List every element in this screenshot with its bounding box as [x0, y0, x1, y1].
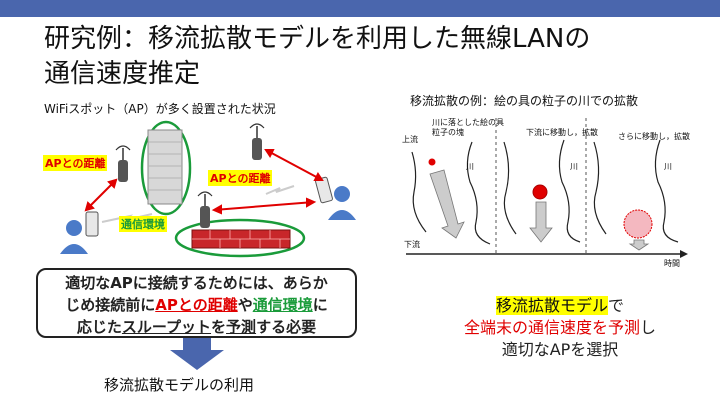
conclusion-predict: 全端末の通信速度を予測: [463, 318, 640, 337]
environment-label: 通信環境: [119, 216, 167, 232]
conclusion-line-3: 適切なAPを選択: [501, 340, 619, 359]
slide-title: 研究例：移流拡散モデルを利用した無線LANの 通信速度推定: [44, 22, 590, 92]
box-text: する必要: [256, 318, 317, 336]
flow-arrow: [628, 239, 650, 251]
note-initial-line-1: 川に落とした絵の具: [432, 118, 504, 127]
access-point-icon: [115, 145, 131, 182]
ap-distance-label-2: APとの距離: [208, 170, 273, 186]
river-diffusion-diagram: [406, 118, 688, 258]
wifi-scenario-illustration: [60, 120, 356, 258]
downstream-label: 下流: [404, 240, 420, 249]
user-icon: [60, 211, 99, 254]
note-initial-line-2: 粒子の塊: [432, 128, 464, 137]
box-text-ap-distance: APとの距離: [155, 296, 238, 314]
box-text: APに接続するためには、あらか: [110, 274, 328, 292]
time-label: 時間: [664, 259, 680, 268]
top-accent-bar: [0, 0, 720, 17]
river-label-1: 川: [466, 162, 474, 171]
conclusion-line-2: 全端末の通信速度を予測し: [410, 317, 710, 339]
box-text: 適切な: [65, 274, 111, 292]
paint-particle-cluster: [428, 158, 436, 166]
box-text: を: [211, 318, 227, 336]
paint-particle-cluster: [532, 184, 548, 200]
river-label-2: 川: [570, 162, 578, 171]
model-usage-label: 移流拡散モデルの利用: [104, 376, 255, 394]
conclusion-text-part: で: [608, 296, 625, 315]
building-highlight-ellipse: [140, 120, 192, 216]
requirement-line-3: 応じたスループットを予測する必要: [38, 316, 355, 338]
conclusion-model: 移流拡散モデル: [495, 296, 608, 315]
box-text-throughput: スループット: [121, 318, 212, 336]
title-line-2: 通信速度推定: [44, 59, 201, 89]
ap-distance-label-1: APとの距離: [43, 155, 108, 171]
box-text: や: [237, 296, 253, 314]
title-line-1: 研究例：移流拡散モデルを利用した無線LANの: [44, 24, 591, 54]
box-text-predict: 予測: [226, 318, 257, 336]
requirement-line-1: 適切なAPに接続するためには、あらか: [38, 272, 355, 294]
access-point-icon: [197, 191, 213, 228]
left-subtitle: WiFiスポット（AP）が多く設置された状況: [44, 102, 276, 116]
wall-highlight-ellipse: [174, 218, 306, 258]
flow-arrow: [429, 169, 465, 239]
access-point-icon: [249, 123, 265, 160]
paint-particle-cluster: [623, 209, 653, 239]
box-text-environment: 通信環境: [252, 296, 313, 314]
note-moved-diffused: 下流に移動し，拡散: [526, 128, 598, 137]
requirement-box: 適切なAPに接続するためには、あらか じめ接続前にAPとの距離や通信環境に 応じ…: [36, 268, 357, 338]
box-text: に: [312, 296, 328, 314]
note-further-diffused: さらに移動し，拡散: [618, 132, 690, 141]
conclusion-line-1: 移流拡散モデルで: [410, 295, 710, 317]
box-text: 応じた: [76, 318, 122, 336]
flow-arrow: [529, 201, 553, 243]
building-icon: [147, 129, 183, 205]
user-icon: [315, 176, 356, 220]
conclusion-text-part: し: [640, 318, 657, 337]
river-label-3: 川: [664, 162, 672, 171]
note-initial-particle: 川に落とした絵の具 粒子の塊: [432, 118, 504, 138]
conclusion-text: 移流拡散モデルで 全端末の通信速度を予測し 適切なAPを選択: [410, 295, 710, 361]
upstream-label: 上流: [402, 135, 418, 144]
right-subtitle: 移流拡散の例：絵の具の粒子の川での拡散: [410, 94, 639, 108]
box-text: じめ接続前に: [65, 296, 156, 314]
requirement-line-2: じめ接続前にAPとの距離や通信環境に: [38, 294, 355, 316]
down-arrow-icon: [170, 338, 224, 370]
